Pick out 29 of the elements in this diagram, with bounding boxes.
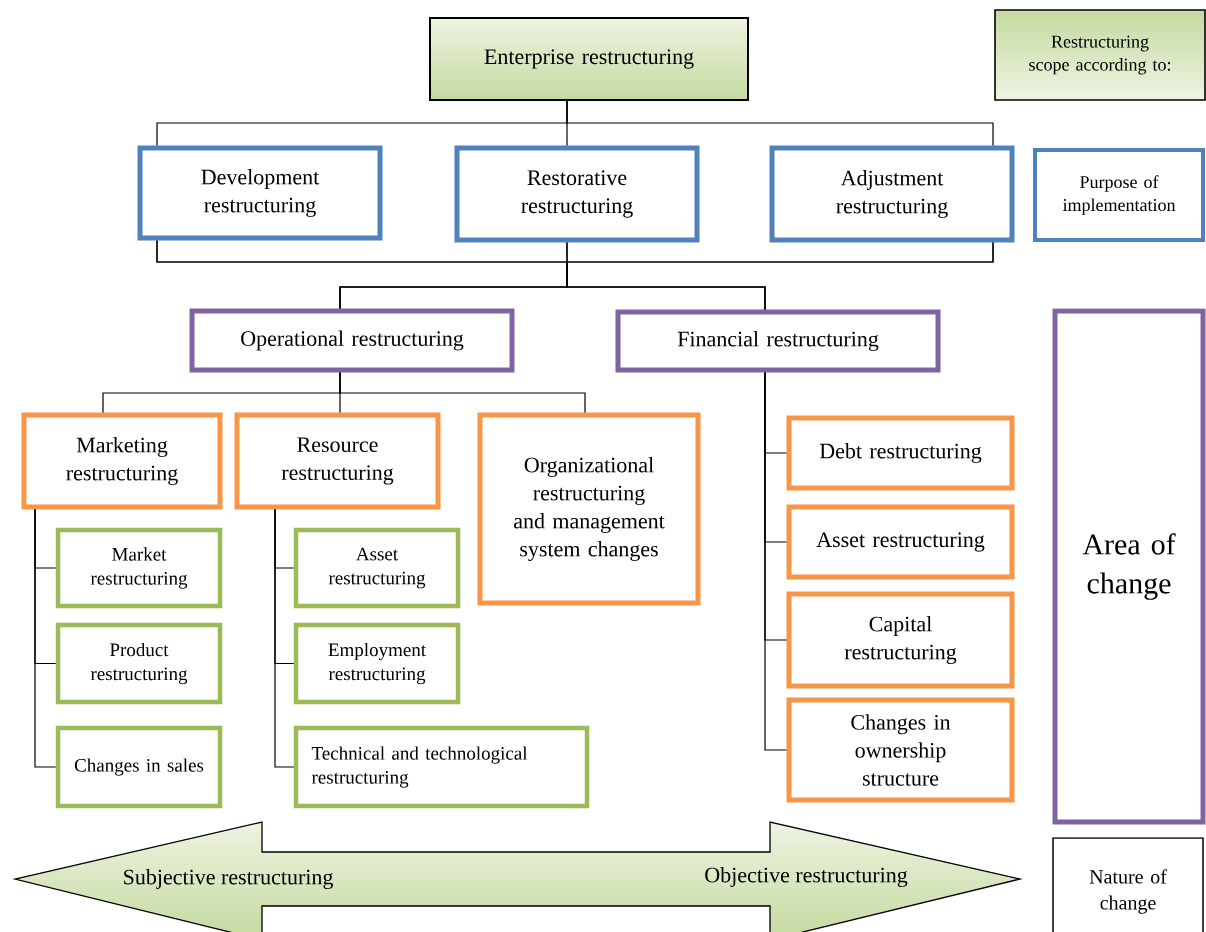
category-box: Area of change [1052, 308, 1206, 825]
title-box: Enterprise restructuring [429, 17, 749, 101]
heading-box: Restructuring scope according to: [994, 9, 1206, 101]
connector-line [566, 100, 994, 147]
process-box: Operational restructuring [189, 308, 515, 373]
connector-line [34, 508, 57, 768]
connector-line [566, 241, 994, 311]
process-box: Financial restructuring [615, 309, 941, 373]
process-box: Changes in ownership structure [786, 697, 1015, 803]
connector-line [764, 371, 788, 751]
process-box: Product restructuring [55, 622, 223, 705]
process-box: Development restructuring [137, 145, 383, 241]
process-box: Changes in sales [55, 725, 223, 809]
process-box: Technical and technological restructuring [293, 725, 590, 809]
category-box: Nature of change [1052, 837, 1204, 932]
process-box: Marketing restructuring [21, 412, 223, 510]
process-box: Capital restructuring [786, 591, 1015, 689]
process-box: Restorative restructuring [454, 145, 700, 243]
process-box: Market restructuring [55, 527, 223, 609]
connector-line [339, 371, 586, 414]
process-box: Organizational restructuring and management system changes [477, 412, 701, 606]
process-box: Employment restructuring [293, 622, 461, 705]
process-box: Adjustment restructuring [769, 145, 1015, 243]
connector-line [274, 508, 295, 768]
process-box: Asset restructuring [786, 504, 1015, 580]
process-box: Asset restructuring [293, 527, 461, 609]
category-box: Purpose of implementation [1033, 148, 1205, 242]
process-box: Debt restructuring [786, 415, 1015, 491]
process-box: Resource restructuring [234, 412, 441, 510]
